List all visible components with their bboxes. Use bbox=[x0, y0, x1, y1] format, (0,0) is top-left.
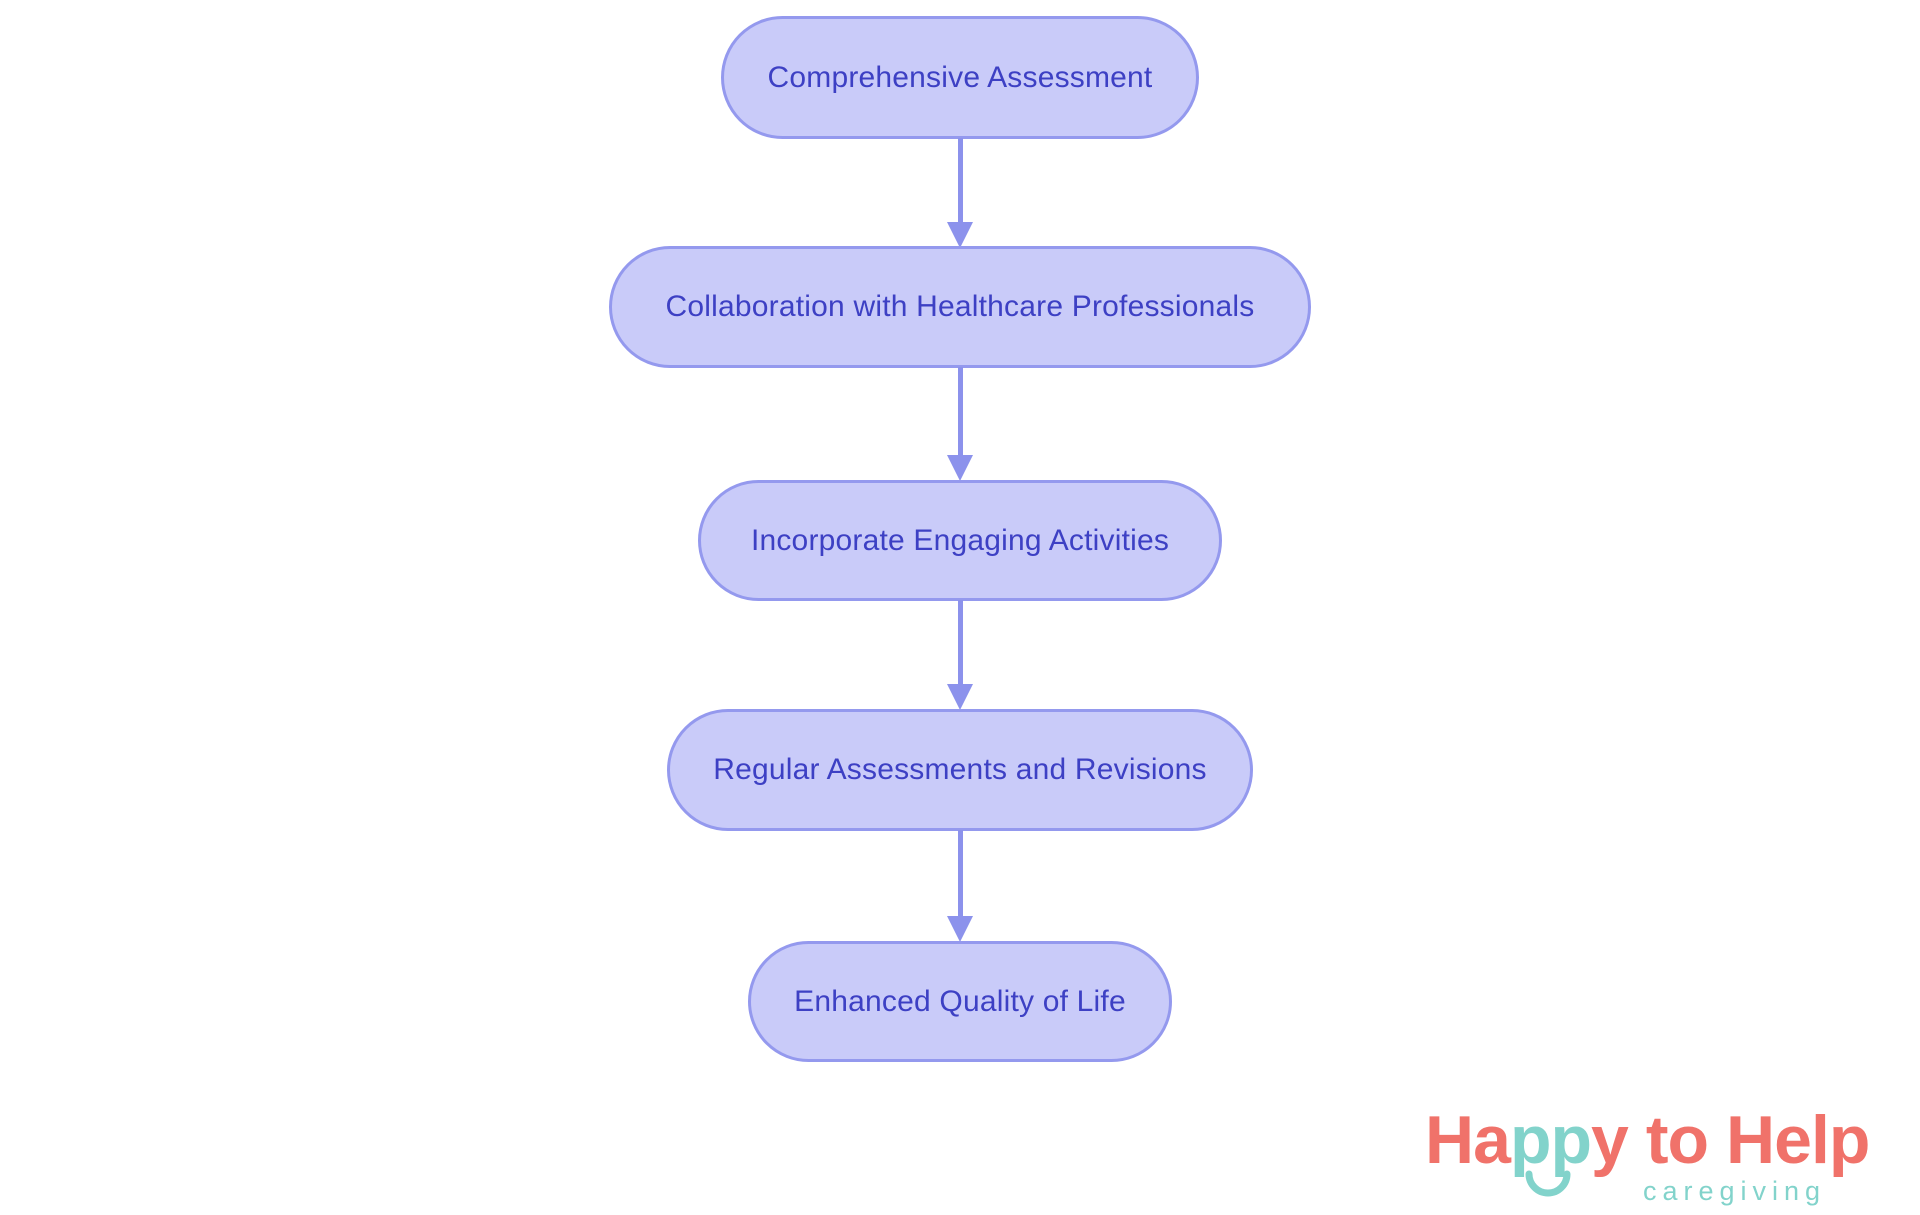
flow-arrow-3 bbox=[947, 600, 973, 710]
arrowhead-down-icon bbox=[947, 222, 973, 248]
logo-text-to: to bbox=[1645, 1102, 1709, 1178]
logo-text-pp: pp bbox=[1509, 1102, 1592, 1178]
smile-icon bbox=[1525, 1170, 1571, 1197]
logo-text-y: y bbox=[1591, 1102, 1629, 1178]
flow-node-label: Collaboration with Healthcare Profession… bbox=[665, 290, 1255, 323]
logo-text-ha: Ha bbox=[1425, 1102, 1511, 1178]
flow-node-collaboration-healthcare-professionals: Collaboration with Healthcare Profession… bbox=[609, 246, 1311, 368]
arrow-line bbox=[957, 830, 963, 916]
logo-tagline: caregiving bbox=[1643, 1176, 1827, 1206]
flow-node-incorporate-engaging-activities: Incorporate Engaging Activities bbox=[698, 480, 1222, 601]
arrow-line bbox=[957, 600, 963, 684]
flow-node-comprehensive-assessment: Comprehensive Assessment bbox=[721, 16, 1199, 139]
flow-node-regular-assessments-revisions: Regular Assessments and Revisions bbox=[667, 709, 1253, 831]
arrow-line bbox=[957, 138, 963, 222]
arrow-line bbox=[957, 367, 963, 455]
flow-arrow-4 bbox=[947, 830, 973, 942]
flow-arrow-2 bbox=[947, 367, 973, 481]
flow-node-enhanced-quality-of-life: Enhanced Quality of Life bbox=[748, 941, 1172, 1062]
arrowhead-down-icon bbox=[947, 916, 973, 942]
flow-node-label: Regular Assessments and Revisions bbox=[713, 753, 1207, 786]
flow-arrow-1 bbox=[947, 138, 973, 248]
flow-node-label: Incorporate Engaging Activities bbox=[750, 523, 1170, 557]
flow-node-label: Comprehensive Assessment bbox=[767, 60, 1153, 94]
arrowhead-down-icon bbox=[947, 684, 973, 710]
logo-text-help: Help bbox=[1726, 1102, 1870, 1178]
arrowhead-down-icon bbox=[947, 455, 973, 481]
flow-node-label: Enhanced Quality of Life bbox=[794, 984, 1126, 1018]
